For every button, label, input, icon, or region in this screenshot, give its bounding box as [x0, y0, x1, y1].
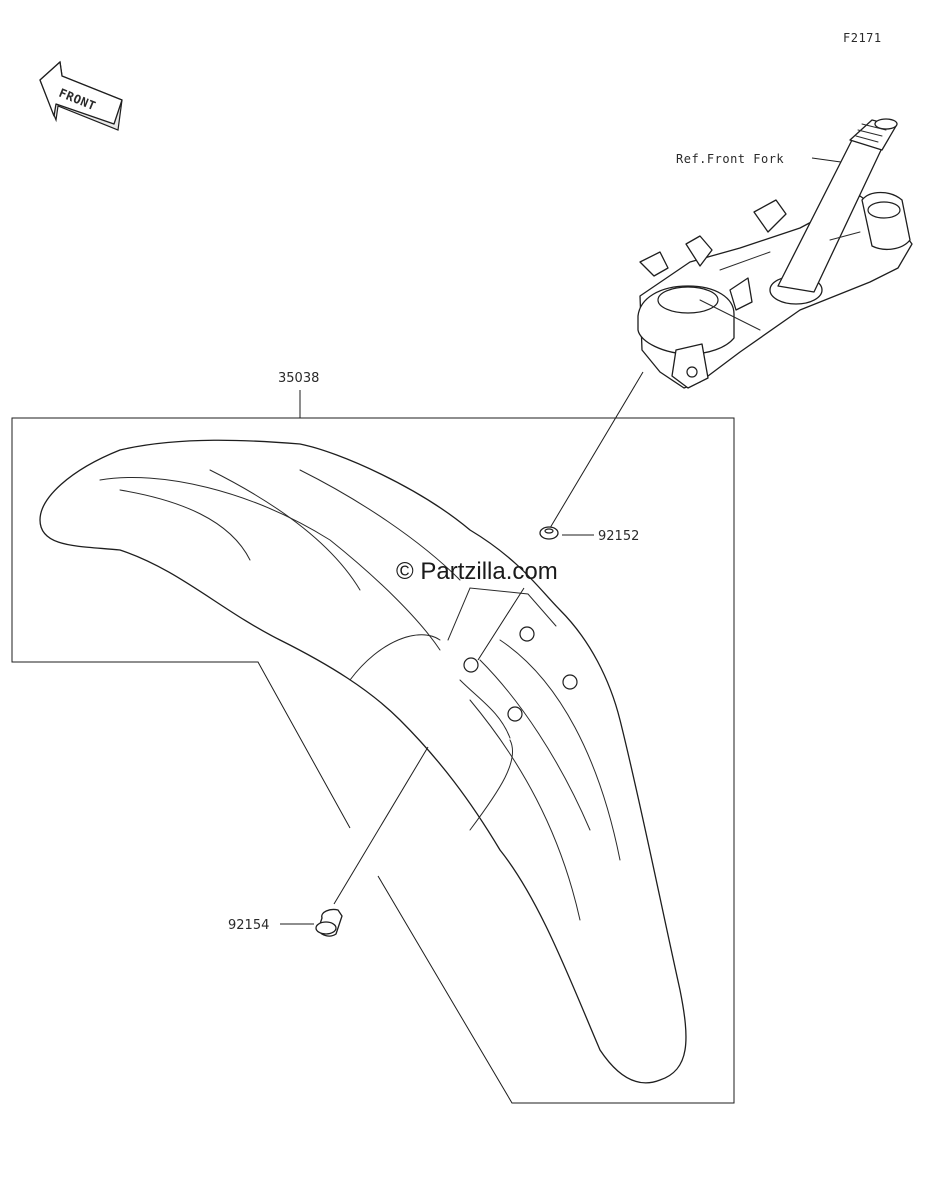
front-arrow-icon: FRONT [39, 60, 123, 131]
fender-callout-bracket [11, 390, 351, 829]
bottom-bolt: 92154 [228, 746, 429, 937]
callout-bottom-bolt: 92154 [228, 918, 269, 933]
fender-bolt-hole [463, 657, 479, 673]
top-bolt: 92152 [477, 371, 644, 661]
figure-code: F2171 [843, 31, 882, 45]
fender-bolt-hole [507, 706, 523, 722]
callout-top-bolt: 92152 [598, 529, 639, 544]
fender-bolt-hole [562, 674, 578, 690]
front-fender [39, 439, 687, 1084]
watermark: © Partzilla.com [396, 558, 558, 585]
ref-front-fork-label: Ref.Front Fork [676, 152, 784, 166]
fender-callout-bracket-right [300, 417, 735, 1104]
steering-stem-bracket [637, 118, 913, 389]
fender-bolt-hole [519, 626, 535, 642]
callout-fender: 35038 [278, 371, 319, 386]
